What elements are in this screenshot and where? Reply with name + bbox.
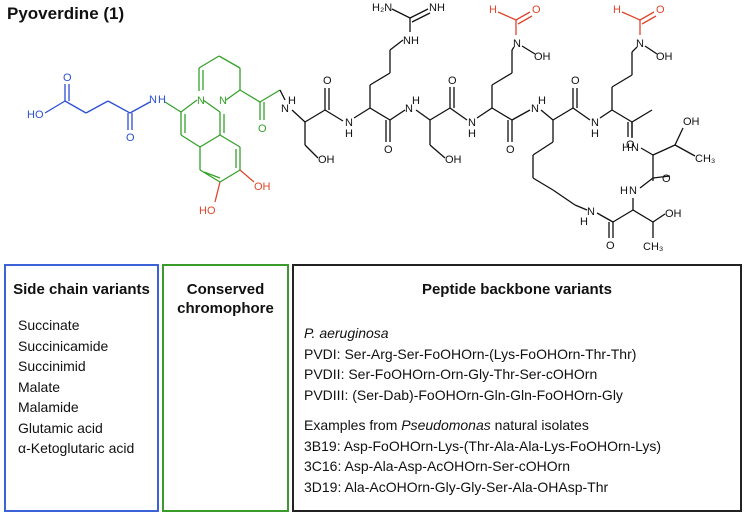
nh-6-n: N <box>591 117 599 129</box>
guanidine-nh-top: NH <box>429 2 445 14</box>
nh-2-h: H <box>345 128 353 140</box>
chromophore-group: N N O <box>164 55 281 183</box>
n-oh-2-oh: OH <box>656 51 673 63</box>
n-oh-1-n: N <box>513 38 521 50</box>
nh-7-n: N <box>631 142 639 154</box>
acid-ho-label: HO <box>27 109 44 121</box>
ring-n-label-1: N <box>197 95 205 107</box>
list-item: Succinicamide <box>18 337 109 354</box>
peptide-panel: Peptide backbone variants P. aeruginosa … <box>292 264 742 512</box>
thr2-oh: OH <box>665 208 682 220</box>
variant-line: PVDIII: (Ser-Dab)-FoOHOrn-Gln-Gln-FoOHOr… <box>304 386 623 403</box>
side-chain-group: HO O O N H <box>27 72 166 144</box>
pyoverdine-structure: HO O O N H N N O <box>27 2 715 253</box>
nh-7-h: H <box>622 142 630 154</box>
diagram-title: Pyoverdine (1) <box>7 4 125 23</box>
formyl-1-h: H <box>489 4 497 16</box>
list-item: Succinimid <box>18 358 86 374</box>
isolate-line: 3D19: Ala-AcOHOrn-Gly-Gly-Ser-Ala-OHAsp-… <box>304 478 609 495</box>
ser1-oh: OH <box>318 154 335 166</box>
carbonyl-o-8: O <box>662 173 671 185</box>
nh-3-n: N <box>405 103 413 115</box>
list-item: Succinate <box>18 317 80 333</box>
carbonyl-o-2: O <box>323 75 332 87</box>
formyl-2-o: O <box>656 4 665 16</box>
amide-o-label: O <box>126 132 135 144</box>
carbonyl-o-6: O <box>571 75 580 87</box>
ch3-2: CH₃ <box>643 241 663 253</box>
nh-5-n: N <box>531 103 539 115</box>
catechol-hydroxyls: OH HO <box>199 169 271 217</box>
chromophore-panel: Conserved chromophore <box>162 264 289 512</box>
guanidine-nh: NH <box>403 35 419 47</box>
ring-n-label-2: N <box>219 95 227 107</box>
variant-line: PVDII: Ser-FoOHOrn-Orn-Gly-Thr-Ser-cOHOr… <box>304 366 598 382</box>
side-nh-n-label: N <box>149 94 157 106</box>
side-chain-panel: Side chain variants Succinate Succinicam… <box>4 264 159 512</box>
side-chain-list: Succinate Succinicamide Succinimid Malat… <box>18 315 157 459</box>
catechol-oh-label-2: HO <box>199 205 216 217</box>
organism-name: P. aeruginosa <box>304 325 389 341</box>
nh-9-h: H <box>580 216 588 228</box>
peptide-body: P. aeruginosa PVDI: Ser-Arg-Ser-FoOHOrn-… <box>304 323 740 497</box>
side-chain-heading: Side chain variants <box>13 281 150 298</box>
catechol-oh-label-1: OH <box>254 181 271 193</box>
peptide-heading: Peptide backbone variants <box>421 281 613 298</box>
carbonyl-o-4: O <box>448 75 457 87</box>
nh-8-n: N <box>629 185 637 197</box>
variant-line: PVDI: Ser-Arg-Ser-FoOHOrn-(Lys-FoOHOrn-T… <box>304 345 637 362</box>
nh-8-h: H <box>620 185 628 197</box>
chromophore-heading: Conserved chromophore <box>177 281 274 317</box>
isolate-line: 3B19: Asp-FoOHOrn-Lys-(Thr-Ala-Ala-Lys-F… <box>304 437 662 454</box>
acid-o-label: O <box>63 72 72 84</box>
nh-2-n: N <box>345 117 353 129</box>
isolate-line: 3C16: Asp-Ala-Asp-AcOHOrn-Ser-cOHOrn <box>304 458 571 474</box>
nh-5-h: H <box>538 95 546 107</box>
carbonyl-o-3: O <box>384 144 393 156</box>
examples-heading: Examples from Pseudomonas natural isolat… <box>304 417 589 433</box>
formyl-1-o: O <box>532 4 541 16</box>
nh-1-h: H <box>288 95 296 107</box>
carbonyl-o-9: O <box>606 240 615 252</box>
n-oh-2-n: N <box>636 38 644 50</box>
peptide-backbone: N H OH O N H NH H₂N NH O N H OH <box>279 2 715 253</box>
nh-6-h: H <box>591 128 599 140</box>
list-item: Glutamic acid <box>18 419 103 436</box>
side-nh-h-label: H <box>158 94 166 106</box>
formyl-2-h: H <box>613 4 621 16</box>
nh-4-n: N <box>468 117 476 129</box>
carbonyl-o-7: O <box>626 139 635 151</box>
carbonyl-o-5: O <box>506 144 515 156</box>
ser2-oh: OH <box>445 154 462 166</box>
n-oh-1-oh: OH <box>534 51 551 63</box>
nh-9-n: N <box>587 206 595 218</box>
carbonyl-o-label: O <box>258 123 267 135</box>
list-item: Malamide <box>18 399 79 415</box>
nh-1-n: N <box>281 103 289 115</box>
nh-4-h: H <box>468 128 476 140</box>
thr1-oh: OH <box>683 116 700 128</box>
list-item: α-Ketoglutaric acid <box>18 440 135 456</box>
list-item: Malate <box>18 378 61 395</box>
guanidine-h2n: H₂N <box>372 2 392 14</box>
nh-3-h: H <box>412 95 420 107</box>
ch3-1: CH₃ <box>695 153 715 165</box>
